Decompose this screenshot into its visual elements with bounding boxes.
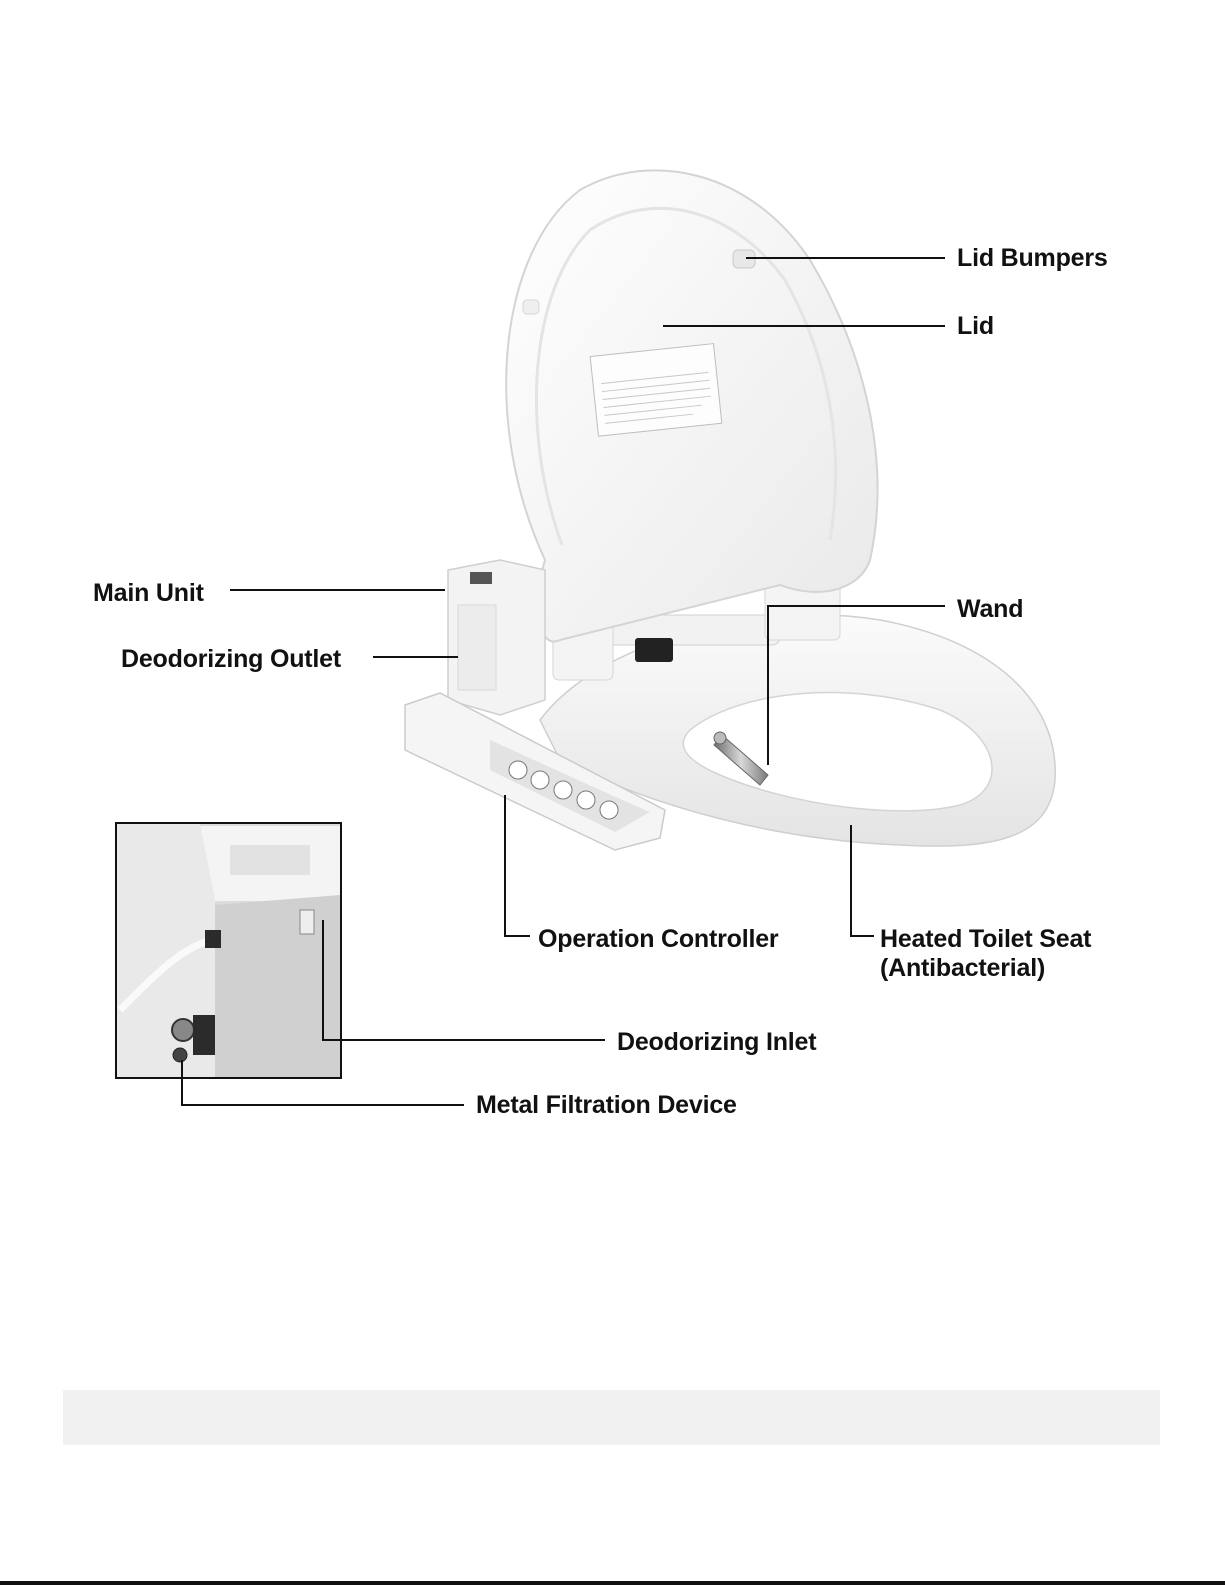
lid [506,170,877,641]
main-unit [448,560,545,715]
bottom-rule [0,1581,1225,1585]
safety-instruction-sticker [590,344,722,437]
footer-bar [63,1390,1160,1445]
deodorizing-inlet [300,910,314,934]
label-deodorizing-outlet: Deodorizing Outlet [121,644,341,674]
label-wand: Wand [957,594,1023,624]
label-metal-filtration-device: Metal Filtration Device [476,1090,737,1120]
label-antibacterial: (Antibacterial) [880,953,1045,983]
label-lid-bumpers: Lid Bumpers [957,243,1108,273]
label-operation-controller: Operation Controller [538,924,778,954]
metal-filtration-device [173,1048,187,1062]
label-lid: Lid [957,311,994,341]
label-heated-toilet-seat: Heated Toilet Seat [880,924,1091,954]
label-deodorizing-inlet: Deodorizing Inlet [617,1027,816,1057]
inset-detail-photo [116,823,341,1078]
label-main-unit: Main Unit [93,578,204,608]
deodorizing-outlet [458,605,496,690]
leader-operation-controller [505,795,530,936]
